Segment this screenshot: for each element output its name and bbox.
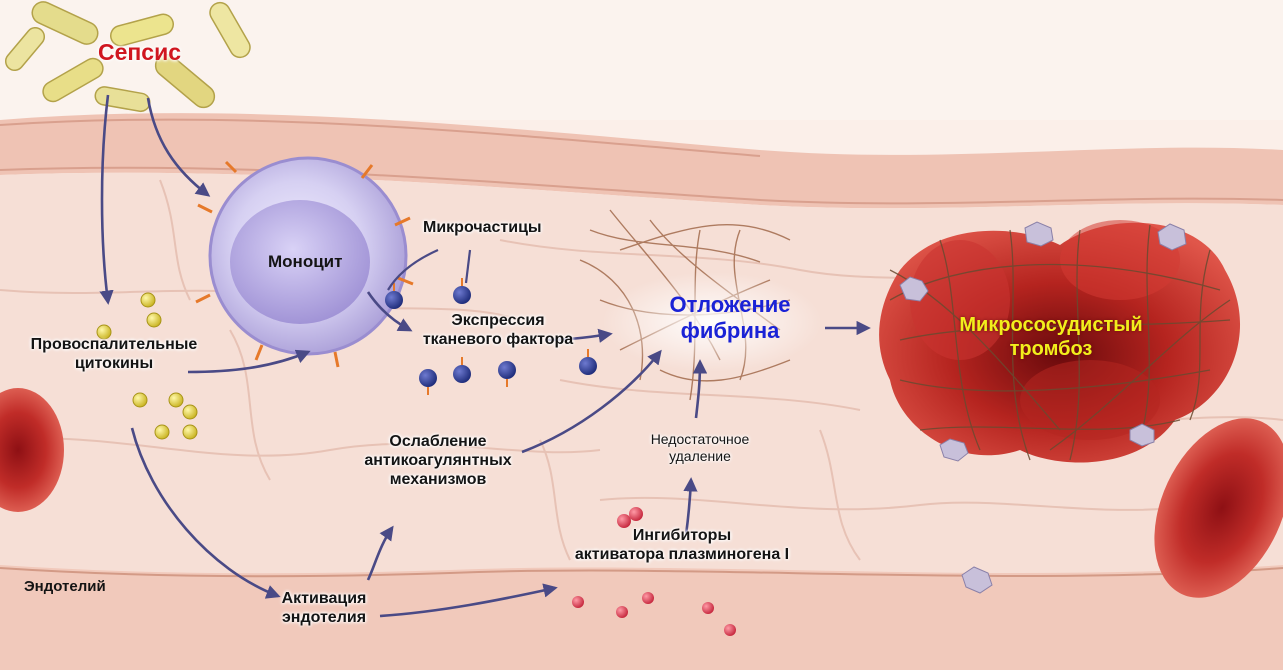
anticoagulant-line-3: механизмов <box>338 471 538 490</box>
pai-line-1: Ингибиторы <box>536 527 828 546</box>
cytokines-label: Провоспалительные цитокины <box>8 336 220 374</box>
insufficient-removal-line-1: Недостаточное <box>630 431 770 448</box>
tissue-factor-line-1: Экспрессия <box>402 312 594 331</box>
pai-line-2: активатора плазминогена I <box>536 546 828 565</box>
tissue-factor-label: Экспрессия тканевого фактора <box>402 312 594 350</box>
sepsis-label: Сепсис <box>98 39 181 66</box>
cytokines-line-2: цитокины <box>8 355 220 374</box>
thrombosis-line-1: Микрососудистый <box>916 314 1186 338</box>
insufficient-removal-label: Недостаточное удаление <box>630 431 770 464</box>
fibrin-line-1: Отложение <box>640 292 820 318</box>
cytokines-line-1: Провоспалительные <box>8 336 220 355</box>
sepsis-text: Сепсис <box>98 39 181 65</box>
monocyte-label: Моноцит <box>268 252 342 272</box>
fibrin-label: Отложение фибрина <box>640 292 820 344</box>
anticoagulant-line-2: антикоагулянтных <box>338 452 538 471</box>
tissue-factor-line-2: тканевого фактора <box>402 331 594 350</box>
microparticles-label: Микрочастицы <box>423 219 542 238</box>
anticoagulant-label: Ослабление антикоагулянтных механизмов <box>338 433 538 490</box>
thrombosis-label: Микрососудистый тромбоз <box>916 314 1186 361</box>
thrombosis-line-2: тромбоз <box>916 338 1186 362</box>
activation-line-2: эндотелия <box>256 609 392 628</box>
activation-line-1: Активация <box>256 590 392 609</box>
fibrin-line-2: фибрина <box>640 318 820 344</box>
endothelium-label: Эндотелий <box>24 578 106 596</box>
pai-label: Ингибиторы активатора плазминогена I <box>536 527 828 565</box>
insufficient-removal-line-2: удаление <box>630 448 770 465</box>
activation-label: Активация эндотелия <box>256 590 392 628</box>
anticoagulant-line-1: Ослабление <box>338 433 538 452</box>
